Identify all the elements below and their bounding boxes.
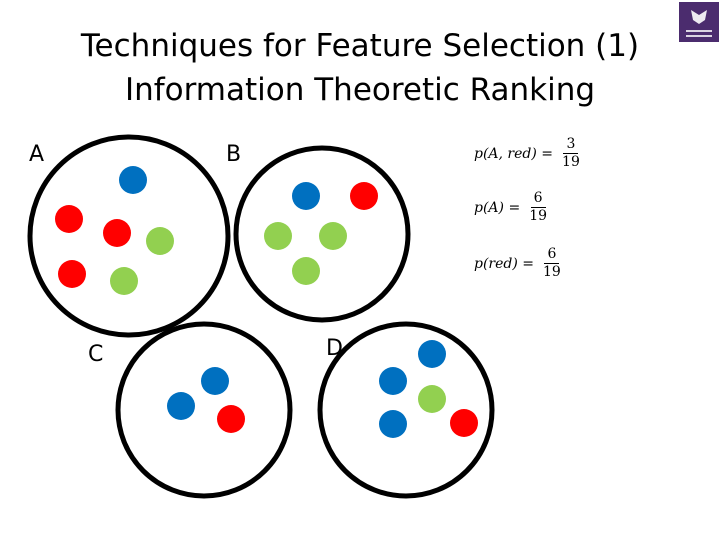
ball-blue	[167, 392, 195, 420]
ball-blue	[201, 367, 229, 395]
formula-joint-denominator: 19	[562, 154, 580, 170]
formula-marginal-a-denominator: 19	[529, 208, 548, 224]
ball-blue	[379, 410, 407, 438]
ball-red	[450, 409, 478, 437]
group-circle-d	[317, 321, 495, 499]
ball-green	[110, 267, 138, 295]
formula-joint-numerator: 3	[563, 136, 579, 154]
ball-green	[418, 385, 446, 413]
formula-marginal-a: p(A) = 6 19	[474, 190, 550, 225]
formula-marginal-red-lhs: p(red) =	[474, 255, 535, 272]
ball-red	[217, 405, 245, 433]
title-line-1: Techniques for Feature Selection (1)	[80, 28, 640, 64]
formula-marginal-red-fraction: 6 19	[540, 246, 564, 281]
formula-marginal-a-fraction: 6 19	[526, 190, 550, 225]
formula-joint: p(A, red) = 3 19	[474, 136, 583, 171]
title-line-2: Information Theoretic Ranking	[124, 72, 596, 108]
ball-green	[292, 257, 320, 285]
ball-green	[319, 222, 347, 250]
slide-title: Techniques for Feature Selection (1) Inf…	[0, 24, 720, 112]
formula-joint-lhs: p(A, red) =	[474, 145, 554, 162]
university-logo-icon	[679, 2, 719, 42]
formula-marginal-red: p(red) = 6 19	[474, 246, 564, 281]
group-label-b: B	[226, 142, 242, 167]
formula-marginal-a-lhs: p(A) =	[474, 199, 521, 216]
formula-marginal-a-numerator: 6	[530, 190, 546, 208]
ball-blue	[379, 367, 407, 395]
ball-blue	[119, 166, 147, 194]
group-circle-b	[233, 145, 411, 323]
group-circle-c	[115, 321, 293, 499]
ball-blue	[418, 340, 446, 368]
group-label-c: C	[88, 342, 104, 367]
formula-marginal-red-denominator: 19	[543, 264, 561, 280]
formula-joint-fraction: 3 19	[559, 136, 583, 171]
group-label-a: A	[29, 142, 45, 167]
ball-green	[146, 227, 174, 255]
ball-red	[58, 260, 86, 288]
ball-blue	[292, 182, 320, 210]
group-circle-a	[27, 134, 231, 338]
ball-green	[264, 222, 292, 250]
ball-red	[103, 219, 131, 247]
ball-red	[350, 182, 378, 210]
formula-marginal-red-numerator: 6	[544, 246, 560, 264]
ball-red	[55, 205, 83, 233]
